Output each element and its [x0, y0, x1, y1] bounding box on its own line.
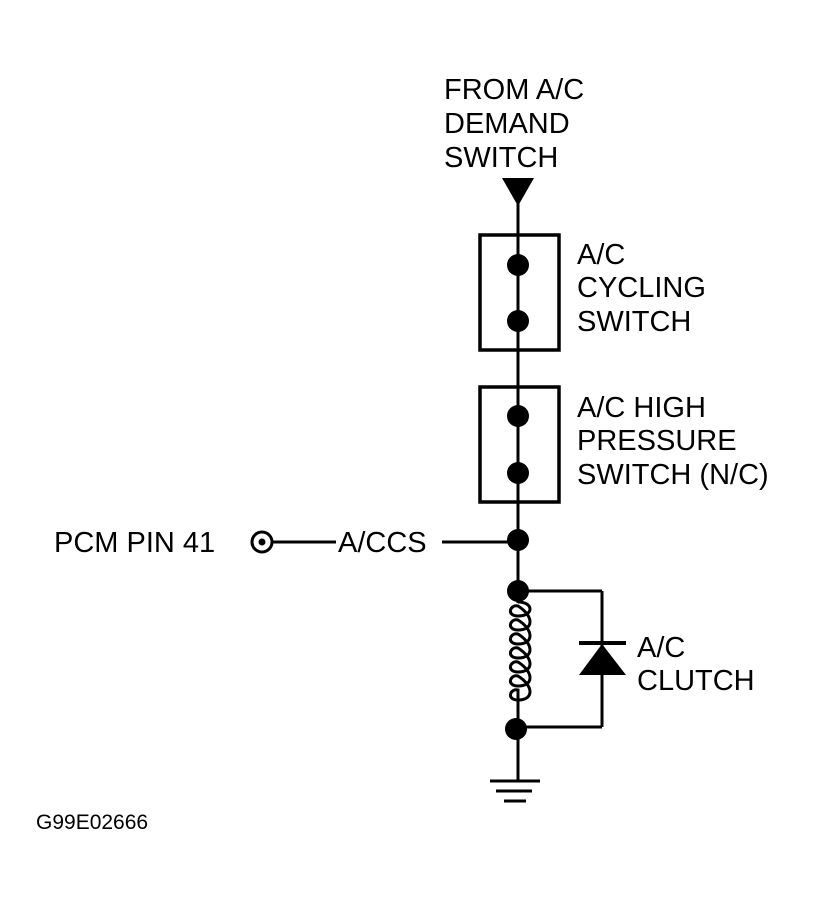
cycling-switch-label-line-3: SWITCH	[577, 306, 691, 338]
high-pressure-switch-label: A/C HIGH PRESSURE SWITCH (N/C)	[577, 392, 769, 491]
source-arrow-icon	[502, 178, 534, 206]
cycling-switch-terminal-2	[507, 310, 529, 332]
cycling-switch-label: A/C CYCLING SWITCH	[577, 239, 706, 338]
clutch-label: A/C CLUTCH	[637, 632, 755, 697]
clutch-label-line-2: CLUTCH	[637, 665, 755, 697]
splice-dot	[507, 529, 529, 551]
diode-icon	[579, 641, 626, 675]
figure-id: G99E02666	[36, 811, 148, 834]
circuit-label: A/CCS	[338, 527, 427, 559]
clutch-coil-icon	[509, 600, 532, 718]
high-pressure-switch-label-line-1: A/C HIGH	[577, 392, 706, 424]
cycling-switch-label-line-2: CYCLING	[577, 272, 706, 304]
ground-icon	[490, 779, 540, 803]
high-pressure-switch-label-line-2: PRESSURE	[577, 425, 737, 457]
source-label-line-3: SWITCH	[444, 142, 558, 174]
pcm-pin-label: PCM PIN 41	[54, 527, 215, 559]
source-label-line-1: FROM A/C	[444, 74, 584, 106]
cycling-switch-terminal-1	[507, 254, 529, 276]
high-pressure-switch-terminal-2	[507, 462, 529, 484]
pcm-connector-icon	[250, 530, 274, 554]
high-pressure-switch-box	[478, 385, 561, 504]
cycling-switch-label-line-1: A/C	[577, 239, 625, 271]
source-label: FROM A/C DEMAND SWITCH	[444, 74, 584, 174]
source-label-line-2: DEMAND	[444, 108, 570, 140]
cycling-switch-box	[478, 233, 561, 352]
high-pressure-switch-label-line-3: SWITCH (N/C)	[577, 459, 769, 491]
high-pressure-switch-terminal-1	[507, 405, 529, 427]
clutch-terminal-bottom	[505, 718, 527, 740]
clutch-label-line-1: A/C	[637, 632, 685, 664]
